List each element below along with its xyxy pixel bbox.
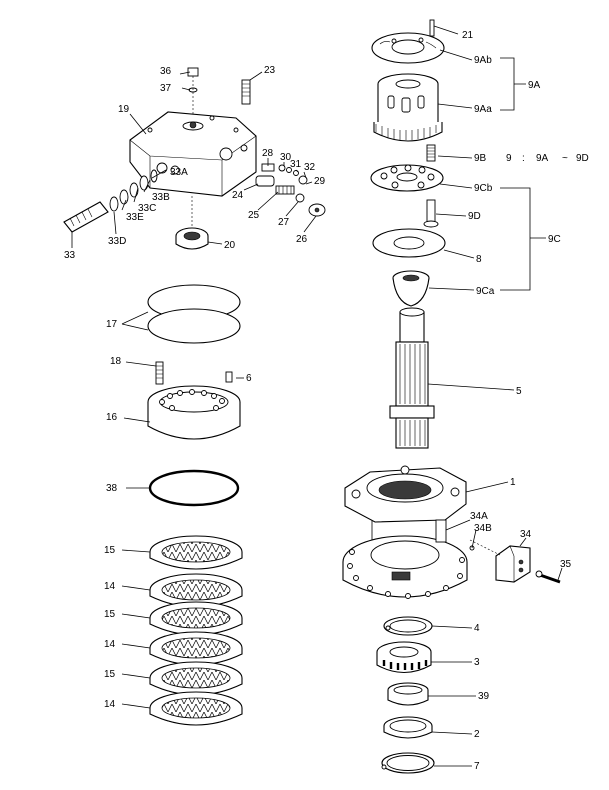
label-36: 36: [160, 66, 172, 77]
plate-15c: [149, 661, 243, 696]
label-23: 23: [264, 65, 276, 76]
plug-36: [187, 67, 199, 116]
label-3: 3: [474, 657, 480, 668]
label-34: 34: [520, 529, 532, 540]
label-19: 19: [118, 104, 130, 115]
label-9A: 9A: [528, 80, 541, 91]
spring-18: [155, 361, 164, 385]
label-6: 6: [246, 373, 252, 384]
cylinder-block-9Aa: [373, 73, 443, 142]
label-37: 37: [160, 83, 172, 94]
o-rings-17: [147, 284, 241, 344]
label-33E: 33E: [126, 212, 144, 223]
pin-6: [225, 371, 233, 383]
label-16: 16: [106, 412, 118, 423]
label-35: 35: [560, 559, 572, 570]
label-33D: 33D: [108, 236, 126, 247]
label-33: 33: [64, 250, 76, 261]
label-28: 28: [262, 148, 274, 159]
pin-21: [429, 19, 435, 37]
drive-shaft-5: [389, 307, 435, 449]
label-34A: 34A: [470, 511, 488, 522]
valve-parts-24-27: [255, 175, 326, 217]
retainer-plate-9Cb: [370, 164, 444, 192]
label-33C: 33C: [138, 203, 156, 214]
label-9: 9: [506, 153, 512, 164]
label-9Cb: 9Cb: [474, 183, 493, 194]
collar-39: [387, 682, 429, 706]
label-39: 39: [478, 691, 490, 702]
label-9C: 9C: [548, 234, 561, 245]
valve-body-19: [129, 111, 257, 197]
label-4: 4: [474, 623, 480, 634]
label-14-top: 14: [104, 581, 116, 592]
label-32: 32: [304, 162, 316, 173]
label-30: 30: [280, 152, 292, 163]
plate-15a: [149, 535, 243, 570]
label-33A: 33A: [170, 167, 188, 178]
label-38: 38: [106, 483, 118, 494]
block-34: [469, 539, 531, 583]
label-17: 17: [106, 319, 118, 330]
label-2: 2: [474, 729, 480, 740]
label-14-mid: 14: [104, 639, 116, 650]
housing-1: [342, 465, 468, 599]
label-9Ab: 9Ab: [474, 55, 492, 66]
label-9D-range: 9D: [576, 153, 589, 164]
disc-14b: [149, 631, 243, 666]
label-29: 29: [314, 176, 326, 187]
bearing-3: [376, 641, 432, 674]
label-27: 27: [278, 217, 290, 228]
label-1: 1: [510, 477, 516, 488]
valve-plate-9Ab: [371, 32, 445, 64]
label-9Ca: 9Ca: [476, 286, 495, 297]
label-tilde: ~: [562, 153, 568, 164]
label-15-mid: 15: [104, 609, 116, 620]
label-15-top: 15: [104, 545, 116, 556]
snap-ring-4: [383, 616, 433, 636]
bolt-35: [535, 570, 561, 584]
relief-valve-33: [63, 169, 158, 233]
label-20: 20: [224, 240, 236, 251]
label-9A-range: 9A: [536, 153, 549, 164]
brake-piston-16: [147, 385, 241, 440]
swash-plate-8: [372, 228, 446, 258]
plate-15b: [149, 601, 243, 636]
label-15-bottom: 15: [104, 669, 116, 680]
label-31: 31: [290, 159, 302, 170]
label-9Aa: 9Aa: [474, 104, 492, 115]
label-33B: 33B: [152, 192, 170, 203]
ring-2: [383, 716, 433, 739]
label-colon: :: [522, 153, 525, 164]
spring-9B: [426, 144, 436, 162]
part-labels: 21 9Ab 9A 9Aa 9B 9 : 9A ~ 9D 9Cb 9D 9C 8…: [64, 30, 589, 772]
ball-guide-9Ca: [392, 270, 430, 307]
label-25: 25: [248, 210, 260, 221]
disc-14c: [149, 691, 243, 726]
bearing-20: [175, 196, 209, 250]
label-5: 5: [516, 386, 522, 397]
label-21: 21: [462, 30, 474, 41]
label-24: 24: [232, 190, 244, 201]
label-7: 7: [474, 761, 480, 772]
snap-ring-7: [381, 752, 435, 774]
label-8: 8: [476, 254, 482, 265]
label-14-bottom: 14: [104, 699, 116, 710]
piston-9D: [423, 199, 439, 228]
plug-23: [241, 79, 251, 105]
leader-lines: [71, 25, 563, 767]
label-9B: 9B: [474, 153, 487, 164]
label-18: 18: [110, 356, 122, 367]
disc-14a: [149, 573, 243, 608]
label-26: 26: [296, 234, 308, 245]
label-34B: 34B: [474, 523, 492, 534]
label-9D: 9D: [468, 211, 481, 222]
o-ring-38: [148, 469, 240, 507]
